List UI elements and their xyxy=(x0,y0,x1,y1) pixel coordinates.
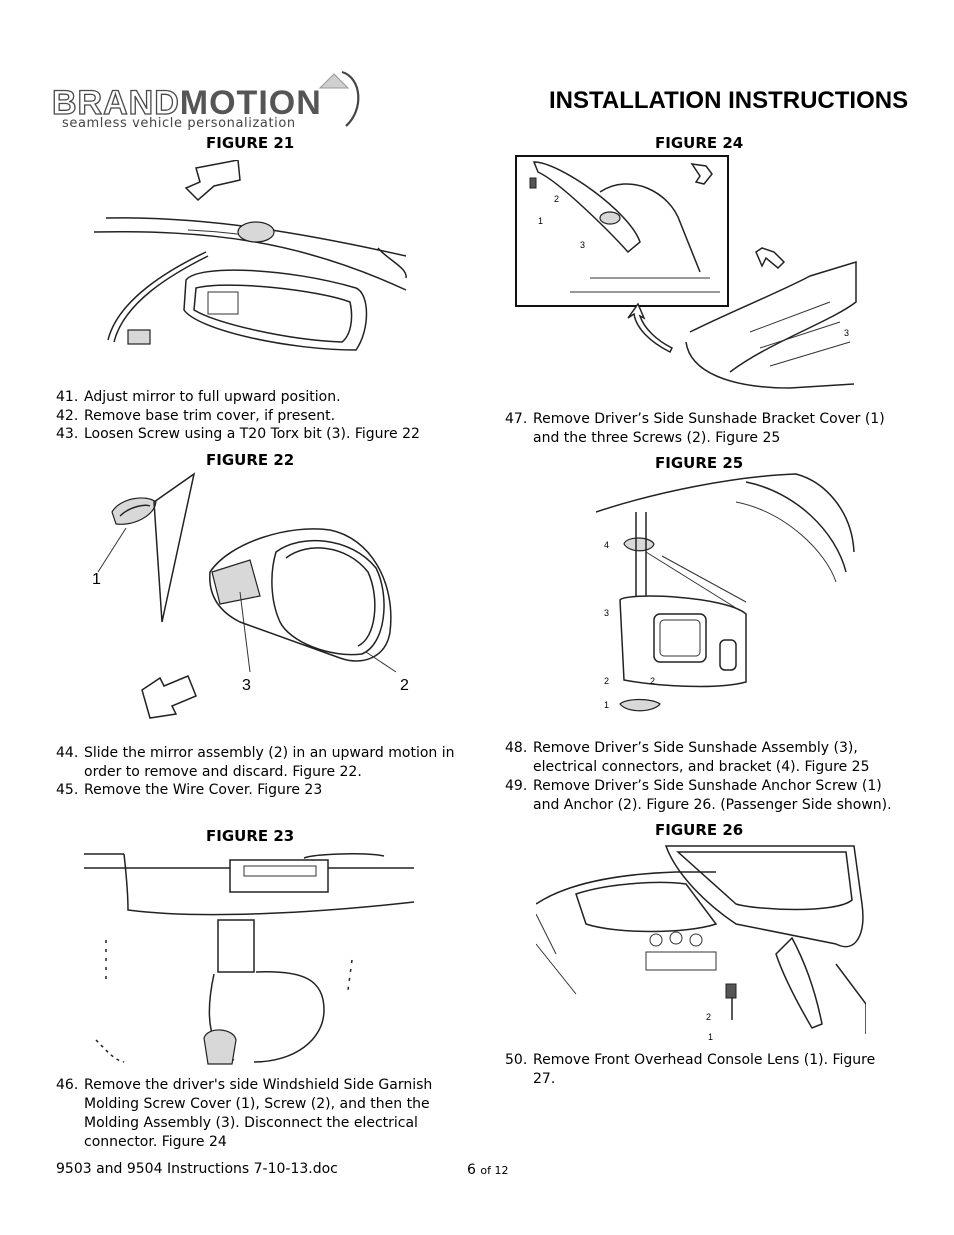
figure-26-drawing: 2 1 xyxy=(536,845,866,1042)
step-48: 48. Remove Driver’s Side Sunshade Assemb… xyxy=(505,740,870,775)
svg-text:3: 3 xyxy=(844,328,849,338)
callout-2: 2 xyxy=(400,677,409,694)
step-47: 47. Remove Driver’s Side Sunshade Bracke… xyxy=(505,411,885,446)
svg-text:3: 3 xyxy=(580,240,585,250)
callout-3: 3 xyxy=(242,677,251,694)
svg-text:2: 2 xyxy=(604,676,609,686)
svg-text:3: 3 xyxy=(604,608,609,618)
svg-text:2: 2 xyxy=(706,1012,711,1022)
logo-swoosh-icon xyxy=(318,70,360,127)
figure-25-drawing: 4 3 2 2 1 xyxy=(596,473,855,712)
figure-25-label: FIGURE 25 xyxy=(655,454,744,472)
figure-21-drawing xyxy=(93,160,407,351)
step-49: 49. Remove Driver’s Side Sunshade Anchor… xyxy=(505,778,892,813)
svg-text:2: 2 xyxy=(554,194,559,204)
figure-26-label: FIGURE 26 xyxy=(655,821,744,839)
step-50: 50. Remove Front Overhead Console Lens (… xyxy=(505,1052,876,1087)
direction-arrow-icon xyxy=(690,163,713,185)
step-45: 45. Remove the Wire Cover. Figure 23 xyxy=(56,782,323,798)
footer-filename: 9503 and 9504 Instructions 7-10-13.doc xyxy=(56,1161,338,1177)
step-42: 42. Remove base trim cover, if present. xyxy=(56,408,336,424)
figure-23-drawing xyxy=(84,853,415,1065)
svg-text:1: 1 xyxy=(604,700,609,710)
step-43: 43. Loosen Screw using a T20 Torx bit (3… xyxy=(56,426,420,442)
curved-arrow-icon xyxy=(627,302,674,354)
page-title: INSTALLATION INSTRUCTIONS xyxy=(549,87,909,114)
svg-text:2: 2 xyxy=(650,676,655,686)
logo-text-brand: BRAND xyxy=(51,84,180,122)
step-46: 46. Remove the driver's side Windshield … xyxy=(56,1077,433,1150)
figure-22-drawing: 1 3 2 xyxy=(92,472,409,719)
figure-22-label: FIGURE 22 xyxy=(206,451,295,469)
brand-logo: BRANDMOTION seamless vehicle personaliza… xyxy=(51,70,372,132)
figure-21-label: FIGURE 21 xyxy=(206,134,295,152)
svg-text:1: 1 xyxy=(538,216,543,226)
callout-1: 1 xyxy=(92,571,101,588)
logo-text-motion: MOTION xyxy=(179,84,322,122)
logo-wordmark: BRANDMOTION xyxy=(51,84,322,122)
trim-cover xyxy=(111,497,157,525)
figure-23-label: FIGURE 23 xyxy=(206,827,295,845)
direction-arrow-icon xyxy=(184,160,241,202)
direction-arrow-icon xyxy=(755,247,786,270)
svg-text:4: 4 xyxy=(604,540,609,550)
step-44: 44. Slide the mirror assembly (2) in an … xyxy=(56,745,455,780)
figure-24-label: FIGURE 24 xyxy=(655,134,744,152)
direction-arrow-icon xyxy=(141,675,197,719)
page-number: 6 of 12 xyxy=(467,1162,509,1178)
logo-tagline: seamless vehicle personalization xyxy=(62,116,296,131)
figure-24-drawing: 2 1 3 4 4 3 xyxy=(515,155,857,389)
step-41: 41. Adjust mirror to full upward positio… xyxy=(56,389,341,405)
svg-text:1: 1 xyxy=(708,1032,713,1042)
